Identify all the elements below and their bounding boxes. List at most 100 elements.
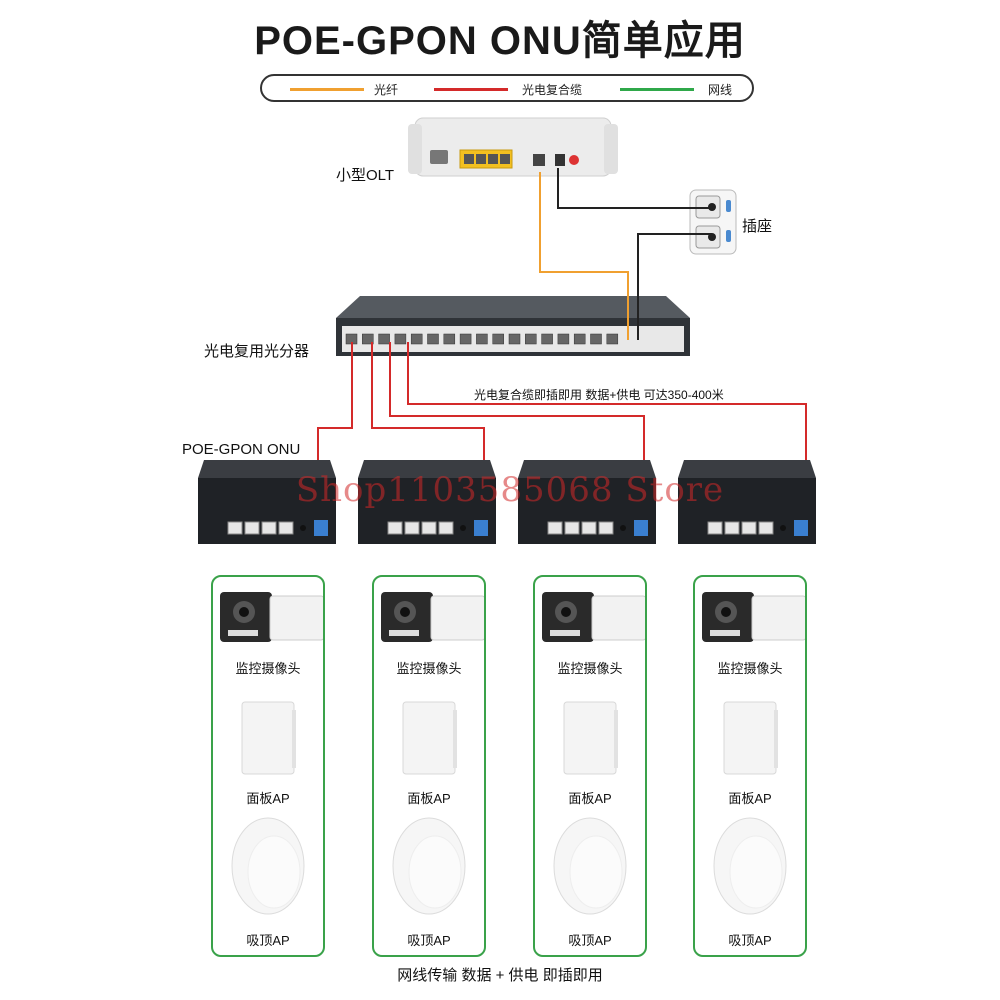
wall-socket [689,189,737,255]
panel-ap-label: 面板AP [407,791,451,806]
onu-group [198,460,816,544]
splitter-port [541,333,553,345]
ceiling-ap-label: 吸顶AP [568,933,612,948]
splitter-port [362,333,374,345]
olt-label: 小型OLT [336,167,395,184]
legend-fiber-label: 光纤 [374,83,399,97]
onu-lan-port [564,521,580,535]
device-group-2: 监控摄像头 面板AP 吸顶AP [372,575,486,957]
power-cable-splitter [637,233,712,340]
panel-ap-icon [723,701,778,775]
legend-ethernet-line [620,88,694,91]
onu-pon-port [474,520,488,536]
splitter-port [443,333,456,345]
camera-icon [220,592,325,642]
ceiling-ap-label: 吸顶AP [407,933,451,948]
page-title: POE-GPON ONU简单应用 [254,19,746,63]
panel-ap-icon [563,701,618,775]
camera-label: 监控摄像头 [557,661,623,676]
splitter-port [476,333,488,345]
onu-lan-port [387,521,403,535]
splitter-port [573,333,586,345]
legend-composite-line [434,88,508,91]
onu-power-jack [300,525,306,531]
legend-ethernet-label: 网线 [708,83,733,97]
splitter-device [336,296,690,356]
splitter-port [459,333,472,345]
splitter-port [525,333,537,345]
onu-lan-port [724,521,740,535]
splitter-port [394,333,407,345]
onu-lan-port [758,521,774,535]
splitter-port [590,333,602,345]
camera-label: 监控摄像头 [235,661,301,676]
onu-device [358,460,496,544]
socket-label: 插座 [742,218,773,235]
legend-fiber-line [290,88,364,91]
onu-lan-port [404,521,420,535]
onu-device [198,460,336,544]
onu-lan-port [421,521,437,535]
onu-top [358,460,496,478]
onu-top [678,460,816,478]
ceiling-ap-icon [553,817,627,915]
onu-top [518,460,656,478]
camera-label: 监控摄像头 [717,661,783,676]
onu-lan-port [581,521,597,535]
onu-lan-port [598,521,614,535]
onu-pon-port [314,520,328,536]
ceiling-ap-icon [713,817,787,915]
ceiling-ap-label: 吸顶AP [246,933,290,948]
device-group-3: 监控摄像头 面板AP 吸顶AP [533,575,647,957]
device-icons [220,592,807,915]
onu-device [678,460,816,544]
onu-pon-port [634,520,648,536]
device-group-1: 监控摄像头 面板AP 吸顶AP [211,575,325,957]
panel-ap-label: 面板AP [728,791,772,806]
onu-lan-port [261,521,277,535]
splitter-port [378,333,390,345]
legend: 光纤 光电复合缆 网线 [260,74,754,102]
onu-top [198,460,336,478]
ceiling-ap-icon [231,817,305,915]
cable-note: 光电复合缆即插即用 数据+供电 可达350-400米 [474,388,724,402]
camera-icon [702,592,807,642]
onu-device [518,460,656,544]
splitter-port [410,333,423,345]
legend-composite-label: 光电复合缆 [522,83,583,97]
panel-ap-label: 面板AP [246,791,290,806]
splitter-port [557,333,570,345]
bottom-note: 网线传输 数据 + 供电 即插即用 [397,967,603,984]
panel-ap-label: 面板AP [568,791,612,806]
watermark: Shop1103585068 Store [295,470,725,510]
panel-ap-icon [402,701,457,775]
splitter-ports [345,333,619,345]
onu-lan-port [244,521,260,535]
onu-power-jack [620,525,626,531]
fiber-cable [539,172,629,340]
onu-lan-port [278,521,294,535]
camera-label: 监控摄像头 [396,661,462,676]
olt-device [408,117,618,177]
onu-power-jack [460,525,466,531]
splitter-port [492,333,504,345]
onu-power-jack [780,525,786,531]
power-cable-olt [557,168,712,209]
splitter-port [427,333,439,345]
onu-lan-port [227,521,243,535]
onu-lan-port [741,521,757,535]
device-group-4: 监控摄像头 面板AP 吸顶AP [693,575,807,957]
onu-lan-port [707,521,723,535]
camera-icon [381,592,486,642]
onu-lan-port [547,521,563,535]
splitter-port [606,333,619,345]
ceiling-ap-icon [392,817,466,915]
onu-group-label: POE-GPON ONU [182,441,301,458]
onu-pon-port [794,520,808,536]
onu-lan-port [438,521,454,535]
splitter-port [508,333,521,345]
splitter-label: 光电复用光分器 [204,343,310,360]
camera-icon [542,592,647,642]
panel-ap-icon [241,701,296,775]
